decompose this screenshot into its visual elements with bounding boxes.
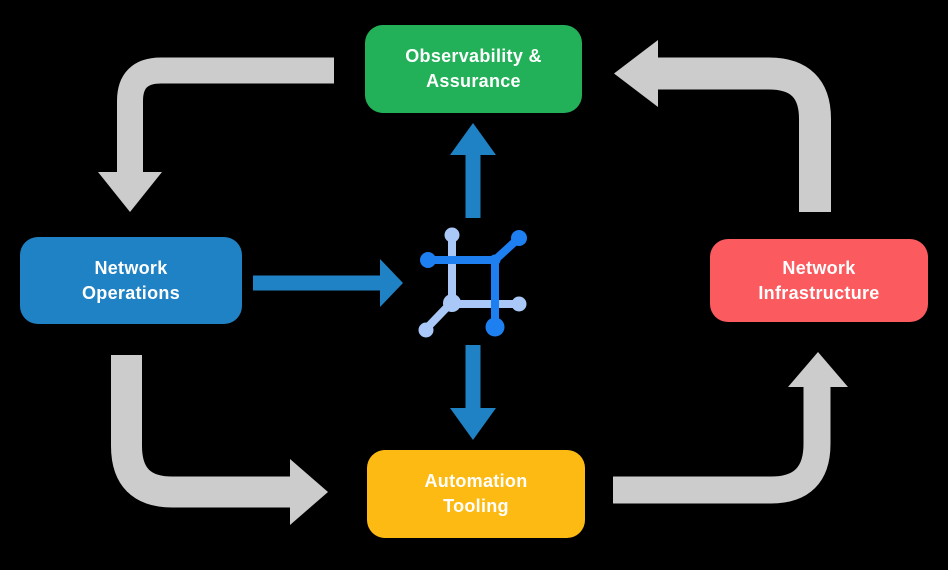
node-network-infrastructure: Network Infrastructure [710, 239, 928, 322]
arrow-down-icon [450, 345, 496, 440]
flow-arrow-infrastructure-to-observability [614, 40, 831, 212]
arrow-shaft [656, 57, 831, 212]
hub-corner-dot [489, 254, 501, 266]
flow-arrow-automation-to-infrastructure [613, 352, 848, 504]
hub-node-dot [418, 322, 434, 338]
arrow-up-icon [450, 123, 496, 218]
arrow-head-up-icon [788, 352, 848, 387]
node-label-automation: Automation Tooling [424, 471, 528, 516]
arrow-shaft [117, 57, 334, 174]
node-observability-assurance: Observability & Assurance [365, 25, 582, 113]
flow-arrow-hub-to-automation [450, 345, 496, 440]
hub-node-dot [420, 252, 436, 268]
node-network-operations: Network Operations [20, 237, 242, 324]
network-hub-icon [418, 227, 527, 338]
flow-arrow-observability-to-operations [98, 57, 334, 212]
hub-node-dot [485, 317, 505, 337]
arrow-head-down-icon [98, 172, 162, 212]
node-automation-tooling: Automation Tooling [367, 450, 585, 538]
hub-node-dot [511, 230, 527, 246]
hub-node-dot [511, 296, 527, 312]
arrow-head-left-icon [614, 40, 658, 107]
node-label-infrastructure: Network Infrastructure [758, 257, 880, 303]
arrow-right-icon [253, 259, 403, 307]
hub-node-dot [444, 227, 460, 243]
arrow-shaft [111, 355, 292, 508]
flow-arrow-operations-to-hub [253, 259, 403, 307]
flow-arrow-operations-to-automation [111, 355, 328, 525]
node-label-operations: Network Operations [81, 257, 181, 303]
arrow-head-right-icon [290, 459, 328, 525]
arrow-shaft [613, 386, 831, 504]
node-label-observability: Observability & Assurance [405, 46, 542, 91]
flow-arrow-hub-to-observability [450, 123, 496, 218]
hub-node-dot [443, 294, 461, 312]
